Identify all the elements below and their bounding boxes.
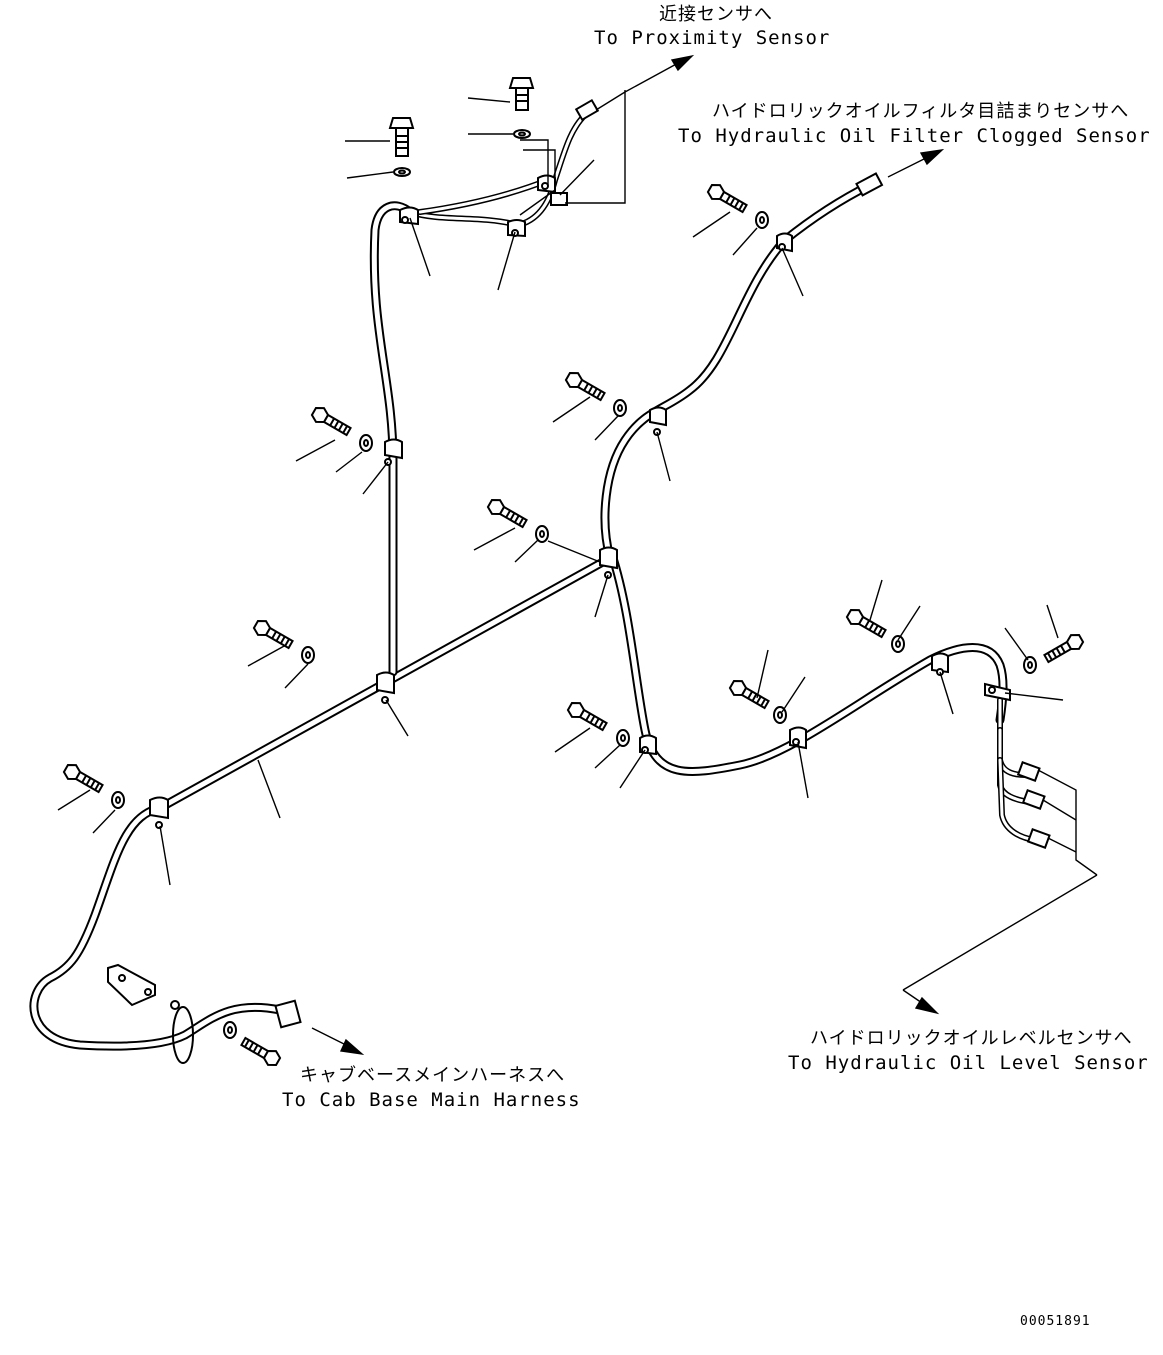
clamp [776,232,793,253]
level-connector-2 [1021,789,1046,810]
clamp [384,438,403,466]
washer [359,434,373,452]
label-proximity-jp: 近接センサへ [659,4,773,25]
label-level-en: To Hydraulic Oil Level Sensor [788,1052,1149,1074]
harness-wires [29,112,1038,1051]
washer [393,167,411,177]
clamp [537,174,556,194]
clamp [376,671,395,704]
washer [1023,656,1037,674]
washer [773,706,787,724]
leader-lines [57,90,1098,991]
bolt [388,117,415,157]
label-cab-en: To Cab Base Main Harness [282,1089,581,1111]
filter-connector [855,172,884,197]
cab-bracket [107,963,194,1064]
clamps [149,174,1011,829]
cab-branch [29,803,285,1051]
label-filter-en: To Hydraulic Oil Filter Clogged Sensor [678,125,1151,147]
clamp [507,219,526,238]
arrow-icon [902,989,940,1015]
part-number: 00051891 [1020,1314,1091,1329]
washer [616,729,630,747]
clamp [789,726,807,750]
bolt [706,184,748,214]
level-connector-3 [1026,828,1051,849]
level-connector-1 [1016,761,1041,782]
label-cab-jp: キャブベースメインハーネスへ [300,1064,565,1086]
label-filter: ハイドロリックオイルフィルタ目詰まりセンサへ To Hydraulic Oil … [678,101,1151,147]
direction-arrows [311,54,945,1056]
bolt [252,620,294,650]
bolt [728,680,770,710]
label-level: ハイドロリックオイルレベルセンサへ To Hydraulic Oil Level… [788,1028,1149,1074]
arrow-icon [887,148,945,178]
washer [891,635,905,653]
bolt [240,1036,282,1066]
clamp [149,796,169,829]
label-proximity-en: To Proximity Sensor [594,27,830,49]
washer [223,1021,237,1039]
clamp [931,652,949,676]
bolt [62,764,104,794]
washers [111,129,1037,1039]
bolt [310,407,352,437]
clamp [399,206,419,226]
bolt [564,372,606,402]
clamp [599,546,618,579]
label-proximity: 近接センサへ To Proximity Sensor [594,4,830,49]
label-cab: キャブベースメインハーネスへ To Cab Base Main Harness [282,1064,581,1111]
arrow-icon [624,54,695,93]
washer [111,791,125,809]
bolt [486,499,528,529]
label-filter-jp: ハイドロリックオイルフィルタ目詰まりセンサへ [712,101,1129,122]
bolts [62,77,1085,1066]
bolt [845,609,887,639]
clamp [639,734,657,756]
washer [755,211,769,229]
proximity-branch [369,201,415,677]
washer [535,525,549,543]
bolt [1043,634,1085,664]
filter-branch [600,180,875,563]
bolt [566,702,608,732]
proximity-connector [574,98,600,122]
clamp [649,406,667,436]
clamp [984,682,1011,702]
label-level-jp: ハイドロリックオイルレベルセンサへ [810,1028,1133,1049]
arrow-icon [311,1027,365,1056]
proximity-clip-block [550,192,568,206]
cab-connector [274,999,302,1029]
level-branch [607,550,1008,776]
proximity-sub-branches [407,112,588,228]
washer [613,399,627,417]
washer [301,646,315,664]
bolt [508,77,535,111]
connectors [274,98,1051,1029]
washer [513,129,531,139]
